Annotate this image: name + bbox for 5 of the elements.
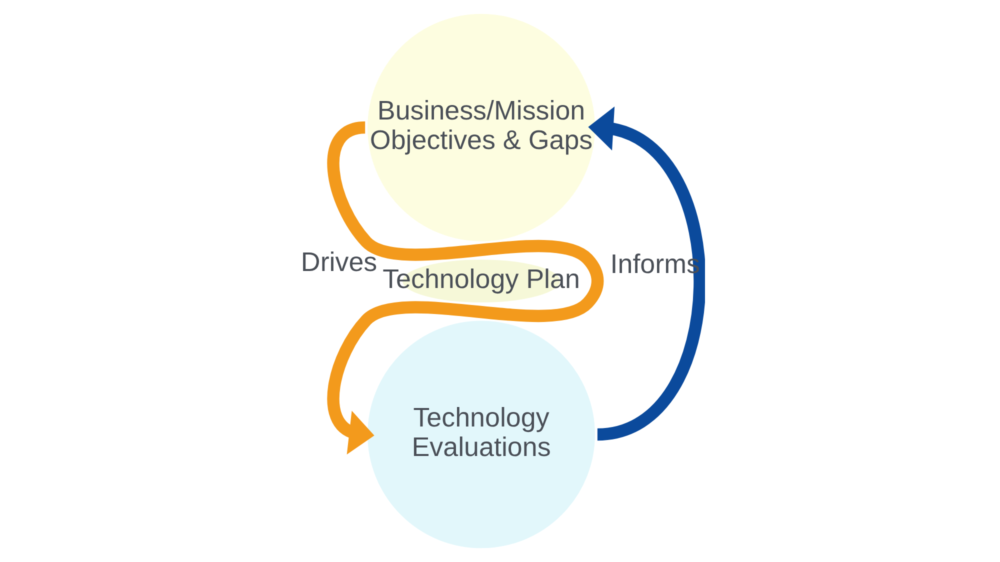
node-label: Technology Plan — [382, 264, 580, 294]
node-circle: Technology Evaluations — [366, 320, 596, 550]
arrow — [588, 106, 705, 440]
node-circle: Business/Mission Objectives & Gaps — [366, 12, 596, 242]
edge-label: Drives — [300, 247, 378, 278]
